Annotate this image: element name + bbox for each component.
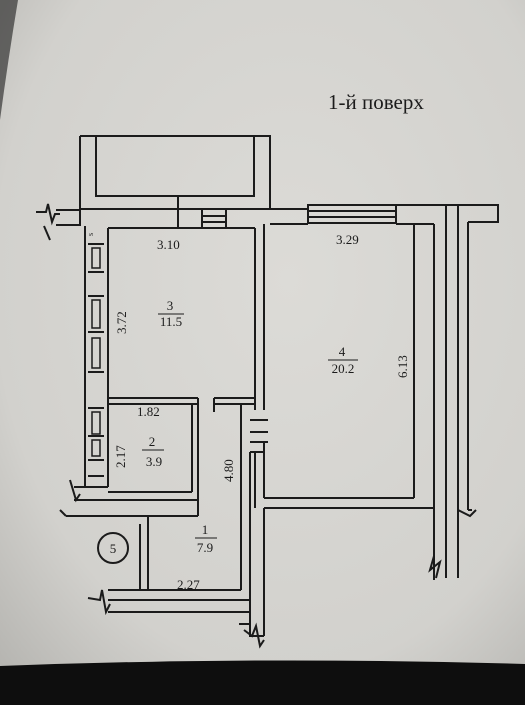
plan-title: 1-й поверх	[328, 90, 424, 114]
room-number: 3	[167, 298, 174, 313]
room-label-4: 4 20.2	[328, 344, 358, 376]
marker-number: 5	[110, 541, 117, 556]
room-area: 20.2	[332, 361, 355, 376]
room-area: 7.9	[197, 540, 213, 555]
room-number: 2	[149, 434, 156, 449]
dim-room3-height: 3.72	[114, 311, 129, 334]
room-label-1: 1 7.9	[195, 522, 217, 555]
room-label-3: 3 11.5	[158, 298, 184, 329]
dim-room4-height: 6.13	[395, 355, 410, 378]
dim-room2-width: 1.82	[137, 404, 160, 419]
room-number: 4	[339, 344, 346, 359]
dim-room3-width: 3.10	[157, 237, 180, 252]
room-area: 3.9	[146, 454, 162, 469]
wall-tag: s	[86, 233, 95, 236]
walls	[36, 135, 499, 649]
dim-corridor-height: 4.80	[221, 459, 236, 482]
room-label-2: 2 3.9	[142, 434, 164, 469]
dim-room2-height: 2.17	[113, 445, 128, 468]
room-area: 11.5	[160, 314, 182, 329]
dim-room1-width: 2.27	[177, 577, 200, 592]
room-number: 1	[202, 522, 209, 537]
dim-room4-width: 3.29	[336, 232, 359, 247]
